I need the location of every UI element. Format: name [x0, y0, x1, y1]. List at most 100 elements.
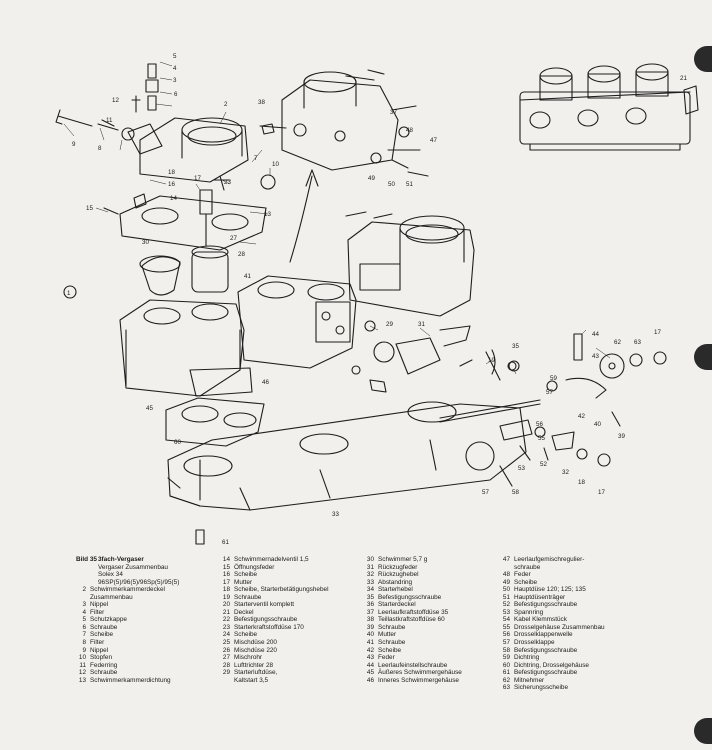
legend-entry-number: 19 — [222, 593, 230, 601]
legend-entry-text: Drosselklappenwelle — [514, 631, 573, 639]
legend-entry-number: 44 — [366, 661, 374, 669]
legend-entry-number: 4 — [82, 608, 86, 616]
legend-entry-text: Schutzkappe — [90, 616, 127, 624]
callout-50: 50 — [388, 181, 395, 188]
legend-entry-text: Dichtring — [514, 654, 540, 662]
assembly-arrow — [289, 169, 319, 263]
legend-entry-number: 45 — [366, 669, 374, 677]
legend-entry-number: 53 — [502, 608, 510, 616]
caption-title: 3fach-Vergaser — [98, 556, 144, 563]
callout-52: 52 — [540, 461, 547, 468]
legend-entry-text: Schraube — [90, 623, 118, 631]
legend-entry-number: 49 — [502, 578, 510, 586]
callout-13: 13 — [264, 211, 271, 218]
callout-14: 14 — [170, 195, 177, 202]
callout-18b: 18 — [578, 479, 585, 486]
legend-entry-text: Teillastkraftstoffdüse 60 — [378, 616, 445, 624]
callout-58: 58 — [512, 489, 519, 496]
legend-entry-number: 5 — [82, 616, 86, 624]
legend-entry-text: Schwimmernadelventil 1,5 — [234, 556, 309, 563]
callout-49: 49 — [368, 175, 375, 182]
legend-entry: 33 Abstandring — [364, 579, 462, 587]
leader-lines — [63, 61, 611, 375]
legend-entry-number: 50 — [502, 586, 510, 594]
legend-entry-number: 16 — [222, 571, 230, 579]
legend-entry-number: 6 — [82, 623, 86, 631]
legend-entry-text: Starterkraftstoffdüse 170 — [234, 623, 304, 631]
legend-entry-number: 59 — [502, 654, 510, 662]
legend-entry-text: Scheibe, Starterbetätigungshebel — [234, 586, 329, 594]
callout-33: 33 — [332, 511, 339, 518]
legend-entry-number: 62 — [502, 676, 510, 684]
legend-entry: 20 Starterventil komplett — [220, 601, 329, 609]
callout-56: 56 — [536, 421, 543, 428]
legend-entry-text: Drosselklappe — [514, 639, 555, 647]
outer-float-housing — [119, 299, 253, 397]
legend-entry-text: Drosselgehäuse Zusammenbau — [514, 623, 605, 631]
legend-entry-text: Dichtring, Drosselgehäuse — [514, 661, 589, 669]
callout-29: 29 — [386, 321, 393, 328]
legend-entry-text: Stopfen — [90, 654, 113, 662]
float-chamber-cover — [127, 117, 249, 183]
legend-entry-number: 22 — [222, 616, 230, 624]
callout-3: 3 — [173, 77, 177, 84]
callout-11: 11 — [106, 117, 113, 124]
legend-entry-text: Befestigungsschraube — [234, 616, 298, 624]
legend-intro-line: 96SP(5)/96(5)/96Sp(5)/95(5) — [98, 578, 180, 586]
legend-entry-number: 17 — [222, 578, 230, 586]
exploded-carburetor-diagram: 2 3 4 5 6 7 8 9 10 11 12 13 14 15 16 17 … — [55, 53, 699, 546]
legend-entry-number: 9 — [82, 646, 86, 654]
throttle-body-gasket — [165, 397, 265, 447]
callout-46: 46 — [262, 379, 269, 386]
legend-entry-text: Abstandring — [378, 578, 413, 586]
legend-entry-text: Scheibe — [90, 631, 114, 639]
legend-entry-number: 61 — [502, 669, 510, 677]
legend-entry: Kaltstart 3,5 — [220, 677, 329, 685]
legend-entry-text: Starterluftdüse, — [234, 669, 278, 677]
legend-entry-number: 56 — [502, 631, 510, 639]
legend-entry-number: 27 — [222, 654, 230, 662]
gasket-float-chamber — [103, 193, 267, 251]
legend-entry-text: schraube — [514, 563, 541, 571]
legend-entry-number: 33 — [366, 578, 374, 586]
legend-entry-text: Befestigungsschraube — [514, 601, 578, 609]
legend-entry-text: Feder — [514, 571, 531, 579]
callout-17c: 17 — [598, 489, 605, 496]
legend-entry-number: 29 — [222, 669, 230, 677]
legend-entry-number: 35 — [366, 593, 374, 601]
legend-entry-text: Starterdeckel — [378, 601, 416, 609]
callout-10: 10 — [272, 161, 279, 168]
inner-float-housing — [237, 275, 357, 369]
legend-entry-number: 20 — [222, 601, 230, 609]
throttle-linkage-right — [465, 333, 667, 487]
legend-entry-text: Starterventil komplett — [234, 601, 295, 609]
